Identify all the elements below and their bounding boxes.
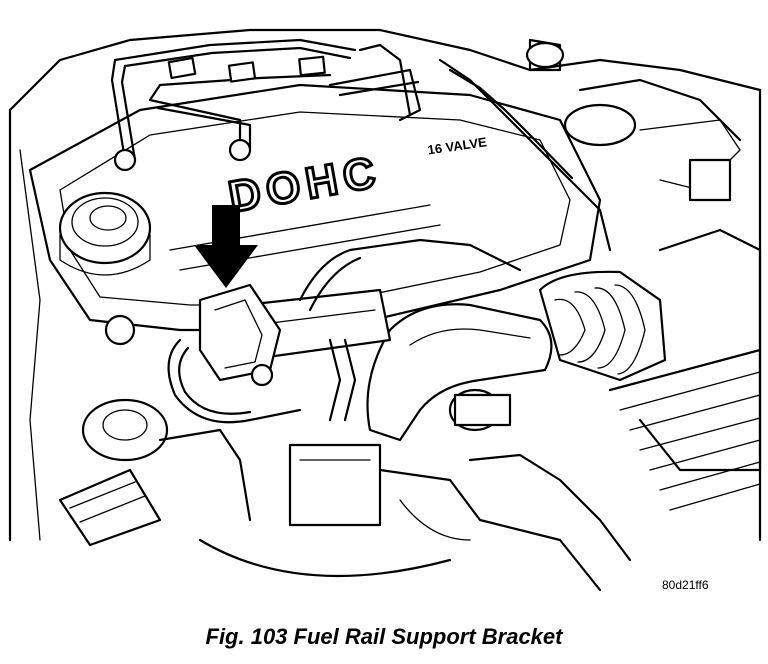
intake-elbow <box>366 303 553 442</box>
lower-center-components <box>198 443 632 592</box>
figure-reference-code: 80d21ff6 <box>662 578 709 592</box>
oil-filler-cap <box>58 191 152 276</box>
lower-left-components <box>58 314 252 547</box>
spark-plug-wires <box>110 38 612 252</box>
air-cleaner-box <box>608 348 762 511</box>
pointer-arrow <box>194 205 258 288</box>
valve-cover: DOHC 16 VALVE <box>28 83 602 332</box>
figure-caption: Fig. 103 Fuel Rail Support Bracket <box>205 624 563 649</box>
fuel-rail-support-bracket <box>198 283 282 387</box>
right-components <box>525 38 742 202</box>
engine-illustration: DOHC 16 VALVE <box>8 28 762 592</box>
air-intake-hose <box>538 228 762 472</box>
